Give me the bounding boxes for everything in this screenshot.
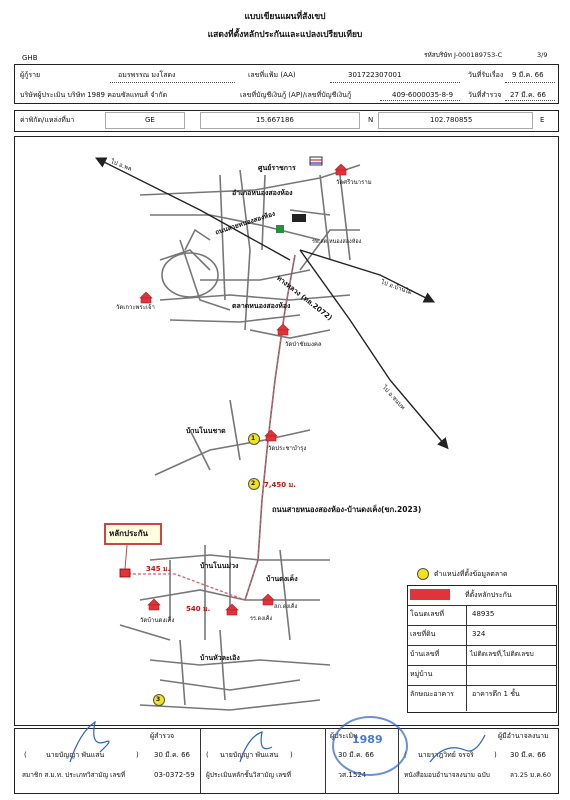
map-frame [14, 136, 559, 726]
org-code: GHB [22, 54, 38, 62]
approver-name: นายราฎวิทย์ จรจริ [418, 751, 474, 759]
land-label: เลขที่ดิน [410, 630, 436, 638]
borrower-label: ผู้กู้ราย [20, 71, 41, 79]
borrower-name: อมรพรรณ มงโสดง [118, 71, 176, 79]
appraiser-paren-open: ( [206, 751, 209, 759]
temple-2: วัดเกาะพระเจ้า [116, 304, 155, 311]
signature-block [14, 728, 559, 794]
appraiser-name: นายบัญญา พันแสน [220, 751, 279, 759]
temple-5: วัดประชาบำรุง [268, 445, 307, 452]
marker-3-label: 3 [156, 696, 161, 703]
info-block [14, 64, 559, 104]
collateral-callout [104, 523, 162, 545]
temple-1: วัดศรีวนาราม [336, 179, 372, 186]
house-label: บ้านเลขที่ [410, 650, 440, 658]
ap-label: เลขที่บัญชีเงินกู้ (AP)/เลขที่บัญชีเงินก… [240, 91, 352, 99]
date-survey-label: วันที่สำรวจ [468, 91, 502, 99]
marker-1-label: 1 [251, 435, 256, 442]
distance-1: 7,450 ม. [264, 481, 296, 489]
date-received-label: วันที่รับเรื่อง [468, 71, 504, 79]
building-label: ลักษณะอาคาร [410, 690, 454, 698]
longitude: 102.780855 [430, 116, 473, 124]
deed-label: โฉนดเลขที่ [410, 610, 444, 618]
approver-doc: ลว.25 ม.ค.60 [510, 771, 552, 779]
moo-label: หมู่บ้าน [410, 670, 433, 678]
gov-center-label: ศูนย์ราชการ [258, 164, 296, 172]
distance-2: 345 ม. [146, 565, 171, 573]
district-label: อำเภอหนองสองห้อง [232, 189, 293, 197]
deed-number: 48935 [472, 610, 495, 618]
road-2023-label: ถนนสายหนองสองห้อง-บ้านดงเค็ง(ขก.2023) [272, 505, 422, 514]
member-label: สมาชิก ส.ม.ท. ประเภทวิสามัญ เลขที่ [22, 771, 126, 779]
distance-3: 540 ม. [186, 605, 211, 613]
collateral-callout-text: หลักประกัน [109, 529, 149, 538]
legend-market-swatch [417, 568, 429, 580]
land-number: 324 [472, 630, 486, 638]
ap-number: 409-6000035-8-9 [392, 91, 454, 99]
account-label: เลขที่แฟ้ม (AA) [248, 71, 296, 79]
legend-collateral-text: ที่ตั้งหลักประกัน [465, 591, 512, 599]
account-number: 301722307001 [348, 71, 402, 79]
village-hua-la-oeng: บ้านหัวละเอิง [200, 654, 240, 662]
village-non-muang: บ้านโนนม่วง [200, 562, 239, 570]
approver-date: 30 มี.ค. 66 [510, 751, 547, 759]
house-number: ไม่ติดเลขที่,ไม่ติดเลขบ [470, 650, 534, 658]
surveyor-label: ผู้สำรวจ [150, 732, 175, 740]
surveyor-paren-open: ( [24, 751, 27, 759]
company-stamp [332, 716, 408, 776]
surveyor-name: นายบัญญา พันแสน [46, 751, 105, 759]
market-label: ตลาดหนองสองห้อง [232, 302, 291, 310]
stamp-text: 1989 [352, 733, 383, 746]
approver-label: ผู้มีอำนาจลงนาม [498, 732, 549, 740]
reference-code: รหัสบริษัท J-000189753-C [424, 51, 503, 59]
page-number: 3/9 [537, 51, 548, 59]
page-subtitle: แสดงที่ตั้งหลักประกันและแปลงเปรียบเทียบ [207, 30, 363, 40]
approver-authority: หนังสือมอบอำนาจลงนาม ฉบับ [404, 771, 490, 779]
appraiser-paren-close: ) [290, 751, 293, 759]
lon-suffix: E [540, 116, 545, 124]
appraiser-label: ผู้ประเมินหลักชั้นวิสามัญ เลขที่ [206, 771, 292, 779]
market-markers [153, 433, 260, 706]
lat-suffix: N [368, 116, 374, 124]
reviewer-number: วส.1524 [338, 771, 367, 779]
page-title: แบบเขียนแผนที่สังเขป [244, 12, 326, 22]
marker-2-label: 2 [251, 480, 256, 487]
date-received: 9 มี.ค. 66 [512, 71, 544, 79]
building-value: อาคารตึก 1 ชั้น [472, 690, 520, 698]
legend-market-text: ตำแหน่งที่ตั้งข้อมูลตลาด [434, 570, 508, 578]
date-survey: 27 มี.ค. 66 [510, 91, 547, 99]
town-roads [139, 164, 361, 339]
school-label: รร.ดงเค็ง [250, 616, 273, 622]
legend-collateral-swatch [410, 589, 450, 600]
member-number: 03-0372-59 [154, 771, 195, 779]
hospital-label: รพ.สต.หนองสองห้อง [312, 239, 362, 245]
approver-paren-close: ) [494, 751, 497, 759]
collateral-marker [119, 568, 131, 578]
legend-box [407, 585, 557, 713]
village-dong-keng: บ้านดงเค็ง [266, 575, 298, 583]
coord-source: GE [145, 116, 155, 124]
coordinate-row [14, 110, 559, 132]
temple-6: วัดบ้านดงเค็ง [140, 617, 175, 624]
coord-label: ค่าพิกัด/แหล่งที่มา [20, 116, 75, 124]
surveyor-paren-close: ) [136, 751, 139, 759]
temple-3: วัดป่าชัยมงคล [285, 341, 322, 348]
latitude: 15.667186 [256, 116, 294, 124]
surveyor-date: 30 มี.ค. 66 [154, 751, 191, 759]
village-non-chat: บ้านโนนชาด [186, 427, 226, 435]
police-label: สภ.ดงเค็ง [274, 604, 298, 610]
company-name: บริษัทผู้ประเมิน บริษัท 1989 คอนซัลแทนส์… [20, 91, 168, 99]
